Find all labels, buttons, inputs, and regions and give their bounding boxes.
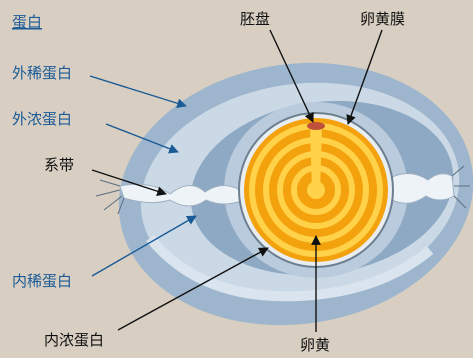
chalaza-right-strands xyxy=(451,165,470,209)
label-vitelline-membrane: 卵黄膜 xyxy=(360,10,405,28)
page-title: 蛋白 xyxy=(12,13,42,31)
germinal-disc xyxy=(307,122,325,130)
label-inner-thin-albumen: 内稀蛋白 xyxy=(12,272,72,290)
leader-outer-thick xyxy=(105,123,179,154)
chalaza-right xyxy=(389,173,455,204)
label-yolk: 卵黄 xyxy=(300,336,330,354)
leader-chalaza xyxy=(91,169,167,196)
label-inner-thick-albumen: 内浓蛋白 xyxy=(44,331,104,349)
leader-germinal-disc xyxy=(269,29,314,123)
chalaza-left-strands xyxy=(95,179,125,215)
leader-inner-thick xyxy=(117,247,269,331)
leader-outer-thin xyxy=(89,75,187,109)
leader-vitelline-membrane xyxy=(346,29,383,125)
label-outer-thick-albumen: 外浓蛋白 xyxy=(12,110,72,128)
albumen-highlight xyxy=(146,234,434,302)
leader-inner-thin xyxy=(91,215,197,277)
label-chalaza: 系带 xyxy=(44,156,74,174)
label-outer-thin-albumen: 外稀蛋白 xyxy=(12,64,72,82)
label-germinal-disc: 胚盘 xyxy=(240,10,270,28)
